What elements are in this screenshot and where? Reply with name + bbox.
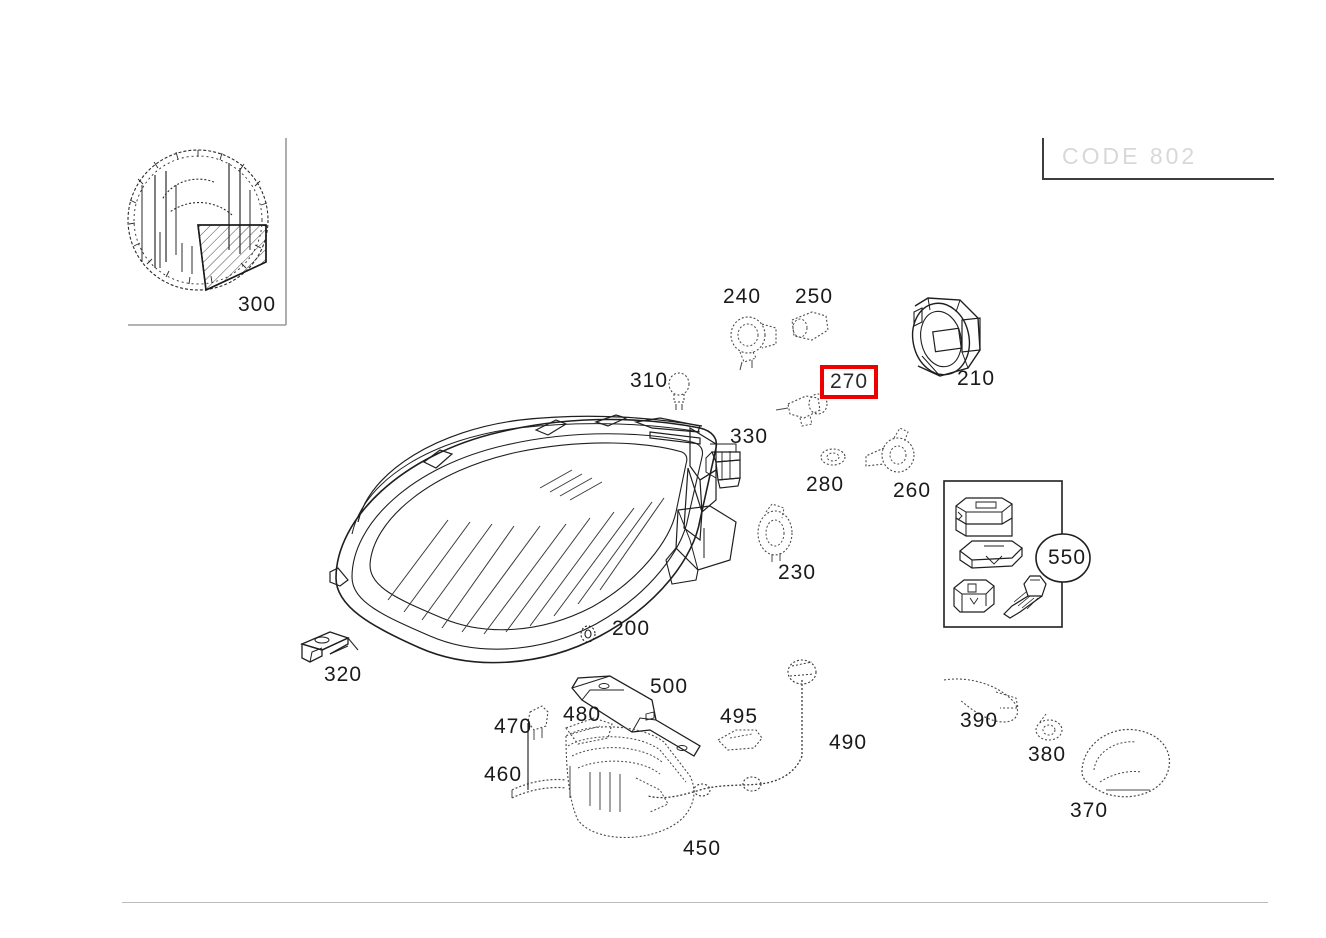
part-250-cap — [791, 311, 829, 341]
part-460-seal — [511, 723, 567, 799]
callout-320: 320 — [324, 663, 363, 686]
callout-495: 495 — [720, 705, 759, 728]
part-240-bulb — [730, 316, 777, 371]
part-450-lamp-body — [565, 726, 695, 839]
callout-460: 460 — [484, 763, 523, 786]
callout-500: 500 — [650, 675, 689, 698]
part-370-lens — [1081, 728, 1171, 798]
callout-490: 490 — [829, 731, 868, 754]
callout-550: 550 — [1048, 546, 1087, 569]
part-260-socket — [865, 427, 915, 473]
detail-inset-300 — [127, 138, 287, 326]
callout-250: 250 — [795, 285, 834, 308]
callout-230: 230 — [778, 561, 817, 584]
callout-270[interactable]: 270 — [820, 365, 879, 399]
callout-310: 310 — [630, 369, 669, 392]
headlamp-housing-200 — [329, 414, 737, 664]
callout-450: 450 — [683, 837, 722, 860]
part-210-ring-housing — [911, 297, 981, 377]
callout-210: 210 — [957, 367, 996, 390]
part-470-clip — [527, 705, 549, 740]
callout-200: 200 — [612, 617, 651, 640]
part-320-clip — [300, 631, 359, 663]
callout-390: 390 — [960, 709, 999, 732]
inset-300-circle — [127, 149, 269, 292]
part-280-grommet — [820, 448, 846, 466]
callout-330: 330 — [730, 425, 769, 448]
part-490-wire-harness — [647, 659, 817, 799]
callout-260: 260 — [893, 479, 932, 502]
part-500-bracket — [571, 675, 701, 757]
part-380-bulb — [1035, 713, 1063, 741]
part-480-trim — [565, 717, 613, 745]
code-label-text: CODE 802 — [1062, 143, 1198, 169]
part-330-connector — [705, 443, 741, 489]
callout-380: 380 — [1028, 743, 1067, 766]
part-390-bracket — [943, 678, 1019, 723]
part-495-grommet — [717, 729, 763, 751]
footer-divider — [122, 902, 1268, 903]
callout-470: 470 — [494, 715, 533, 738]
callout-240: 240 — [723, 285, 762, 308]
part-310-bulb — [668, 372, 690, 410]
callout-280: 280 — [806, 473, 845, 496]
part-270-bulb-socket — [775, 393, 828, 427]
code-label-box: CODE 802 — [1042, 138, 1274, 180]
kit-inset-550 — [943, 480, 1091, 628]
callout-370: 370 — [1070, 799, 1109, 822]
callout-300: 300 — [238, 293, 277, 316]
callout-480: 480 — [563, 703, 602, 726]
part-230-bulb-assembly — [757, 503, 793, 562]
